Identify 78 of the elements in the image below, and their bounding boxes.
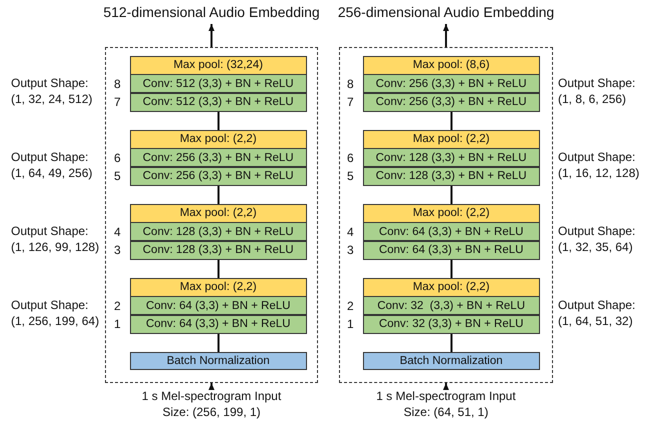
output-shape-label: Output Shape: <box>558 76 636 91</box>
layer-number: 6 <box>347 150 354 166</box>
layer-number: 4 <box>347 224 354 240</box>
layer-number: 5 <box>347 168 354 185</box>
conv-layer: Conv: 128 (3,3) + BN + ReLU <box>362 166 540 186</box>
output-shape-label: Output Shape: <box>11 76 88 91</box>
output-shape-label: (1, 8, 6, 256) <box>558 92 626 106</box>
connector-line <box>218 112 220 130</box>
layer-number: 7 <box>347 94 354 111</box>
layer-number: 8 <box>347 76 354 92</box>
conv-layer: Conv: 32 (3,3) + BN + ReLU <box>362 296 540 316</box>
conv-layer: Conv: 128 (3,3) + BN + ReLU <box>130 240 307 260</box>
connector-line <box>218 186 220 204</box>
arrow <box>208 383 214 390</box>
layer-number: 3 <box>114 242 121 259</box>
output-label: 512-dimensional Audio Embedding <box>103 3 320 22</box>
output-shape-label: (1, 256, 199, 64) <box>11 314 100 328</box>
connector-line <box>218 334 220 352</box>
maxpool-layer: Max pool: (2,2) <box>130 278 307 297</box>
conv-layer: Conv: 256 (3,3) + BN + ReLU <box>362 92 540 112</box>
input-label: Size: (256, 199, 1) <box>162 404 261 420</box>
output-shape-label: (1, 16, 12, 128) <box>558 166 640 180</box>
connector-line <box>218 260 220 278</box>
output-shape-label: Output Shape: <box>558 224 636 239</box>
input-label: 1 s Mel-spectrogram Input <box>142 388 282 404</box>
maxpool-layer: Max pool: (8,6) <box>362 56 540 75</box>
connector-line <box>450 186 452 204</box>
maxpool-layer: Max pool: (2,2) <box>362 204 540 223</box>
maxpool-layer: Max pool: (2,2) <box>362 130 540 149</box>
layer-number: 6 <box>114 150 121 166</box>
conv-layer: Conv: 256 (3,3) + BN + ReLU <box>130 148 307 168</box>
layer-number: 1 <box>347 316 354 333</box>
arrow <box>208 24 214 47</box>
layer-number: 4 <box>114 224 121 240</box>
conv-layer: Conv: 64 (3,3) + BN + ReLU <box>130 296 307 316</box>
output-shape-label: (1, 32, 35, 64) <box>558 240 633 254</box>
output-shape-label: Output Shape: <box>558 150 636 165</box>
conv-layer: Conv: 64 (3,3) + BN + ReLU <box>130 314 307 334</box>
maxpool-layer: Max pool: (2,2) <box>362 278 540 297</box>
conv-layer: Conv: 128 (3,3) + BN + ReLU <box>362 148 540 168</box>
output-shape-label: Output Shape: <box>11 150 88 165</box>
output-label: 256-dimensional Audio Embedding <box>338 3 554 22</box>
output-shape-label: (1, 64, 49, 256) <box>11 166 92 180</box>
conv-layer: Conv: 32 (3,3) + BN + ReLU <box>362 314 540 334</box>
arrow <box>443 24 449 47</box>
batchnorm-layer: Batch Normalization <box>362 352 540 370</box>
maxpool-layer: Max pool: (2,2) <box>130 130 307 149</box>
input-label: Size: (64, 51, 1) <box>404 404 488 420</box>
layer-number: 2 <box>347 298 354 314</box>
conv-layer: Conv: 128 (3,3) + BN + ReLU <box>130 222 307 242</box>
connector-line <box>450 334 452 352</box>
maxpool-layer: Max pool: (32,24) <box>130 56 307 75</box>
network-container <box>105 47 318 383</box>
output-shape-label: Output Shape: <box>11 298 88 313</box>
arrow <box>443 383 449 390</box>
conv-layer: Conv: 64 (3,3) + BN + ReLU <box>362 240 540 260</box>
maxpool-layer: Max pool: (2,2) <box>130 204 307 223</box>
conv-layer: Conv: 256 (3,3) + BN + ReLU <box>362 74 540 94</box>
network-container <box>339 47 553 383</box>
output-shape-label: (1, 32, 24, 512) <box>11 92 92 106</box>
layer-number: 3 <box>347 242 354 259</box>
batchnorm-layer: Batch Normalization <box>130 352 307 370</box>
conv-layer: Conv: 256 (3,3) + BN + ReLU <box>130 166 307 186</box>
connector-line <box>450 260 452 278</box>
connector-line <box>450 112 452 130</box>
input-label: 1 s Mel-spectrogram Input <box>376 388 516 404</box>
output-shape-label: (1, 64, 51, 32) <box>558 314 633 328</box>
layer-number: 1 <box>114 316 121 333</box>
layer-number: 8 <box>114 76 121 92</box>
output-shape-label: Output Shape: <box>11 224 88 239</box>
layer-number: 5 <box>114 168 121 185</box>
conv-layer: Conv: 512 (3,3) + BN + ReLU <box>130 92 307 112</box>
output-shape-label: (1, 126, 99, 128) <box>11 240 100 254</box>
conv-layer: Conv: 64 (3,3) + BN + ReLU <box>362 222 540 242</box>
layer-number: 7 <box>114 94 121 111</box>
output-shape-label: Output Shape: <box>558 298 636 313</box>
conv-layer: Conv: 512 (3,3) + BN + ReLU <box>130 74 307 94</box>
layer-number: 2 <box>114 298 121 314</box>
